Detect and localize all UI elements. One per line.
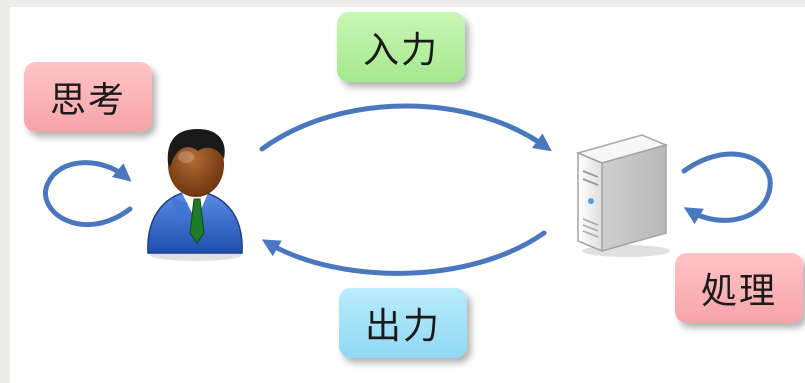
- think-loop-arrow: [43, 160, 133, 228]
- diagram-canvas: 思考 入力 出力 処理: [10, 7, 805, 383]
- process-loop-arrow: [681, 151, 773, 225]
- diagram-svg: [43, 103, 773, 276]
- output-label: 出力: [339, 288, 467, 358]
- process-label: 処理: [675, 253, 803, 323]
- user-icon: [147, 129, 243, 261]
- input-label: 入力: [337, 12, 465, 82]
- think-label: 思考: [24, 62, 152, 132]
- input-arrow: [259, 103, 552, 152]
- output-arrow: [261, 230, 547, 276]
- server-icon: [575, 134, 670, 257]
